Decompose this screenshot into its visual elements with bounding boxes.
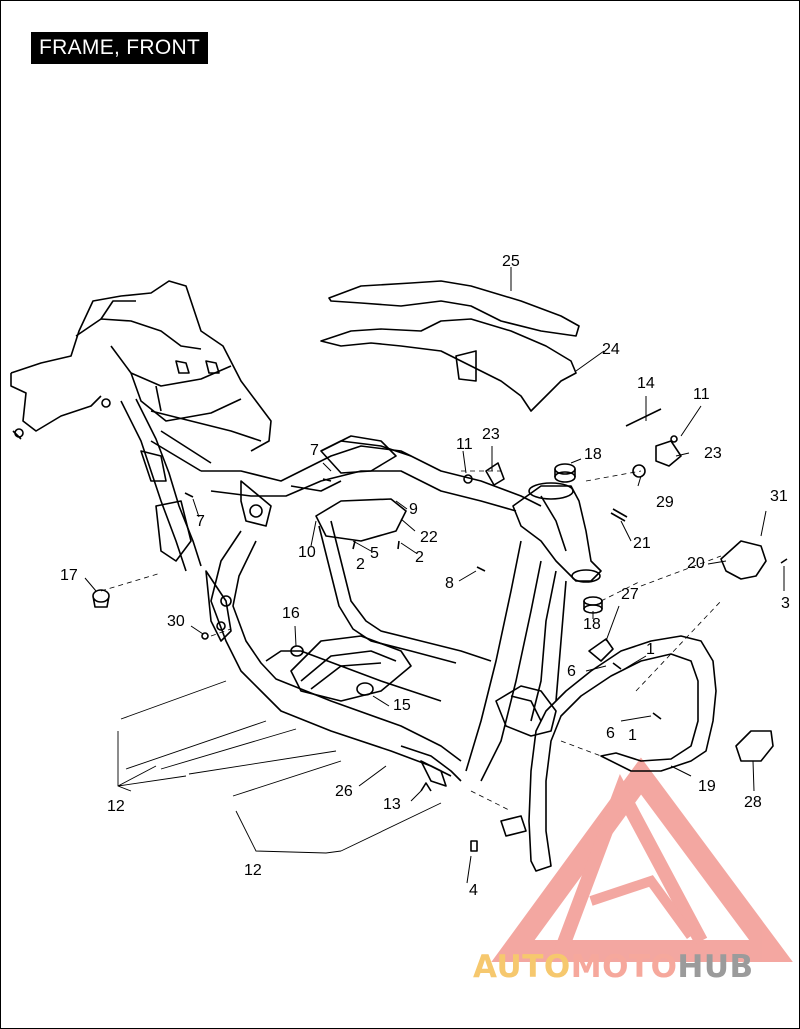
callout-13: 13 bbox=[383, 796, 401, 813]
page-title: FRAME, FRONT bbox=[31, 32, 209, 64]
callout-26: 26 bbox=[335, 783, 353, 800]
callout-7: 7 bbox=[310, 442, 319, 459]
callout-24: 24 bbox=[602, 341, 620, 358]
callout-14: 14 bbox=[637, 375, 655, 392]
callout-5: 5 bbox=[370, 545, 379, 562]
callout-6: 6 bbox=[606, 725, 615, 742]
callout-1: 1 bbox=[628, 727, 637, 744]
callout-25: 25 bbox=[502, 253, 520, 270]
callout-17: 17 bbox=[60, 567, 78, 584]
callout-9: 9 bbox=[409, 501, 418, 518]
callout-28: 28 bbox=[744, 794, 762, 811]
frame-drawing bbox=[10, 280, 788, 872]
callout-2: 2 bbox=[356, 556, 365, 573]
callout-6: 6 bbox=[567, 663, 576, 680]
callout-21: 21 bbox=[633, 535, 651, 552]
callout-11: 11 bbox=[456, 436, 473, 453]
callout-2: 2 bbox=[415, 549, 424, 566]
callout-23: 23 bbox=[482, 426, 500, 443]
callout-19: 19 bbox=[698, 778, 716, 795]
callout-15: 15 bbox=[393, 697, 411, 714]
callout-27: 27 bbox=[621, 586, 639, 603]
callout-12: 12 bbox=[244, 862, 262, 879]
callout-23: 23 bbox=[704, 445, 722, 462]
callout-4: 4 bbox=[469, 882, 478, 899]
callout-22: 22 bbox=[420, 529, 438, 546]
callout-16: 16 bbox=[282, 605, 300, 622]
callout-11: 11 bbox=[693, 386, 710, 403]
watermark-text: AUTOMOTOHUB bbox=[473, 949, 754, 985]
callout-30: 30 bbox=[167, 613, 185, 630]
callout-8: 8 bbox=[445, 575, 454, 592]
callout-18: 18 bbox=[584, 446, 602, 463]
callout-3: 3 bbox=[781, 595, 790, 612]
callout-31: 31 bbox=[770, 488, 788, 505]
callout-1: 1 bbox=[646, 641, 655, 658]
callout-7: 7 bbox=[196, 513, 205, 530]
callout-20: 20 bbox=[687, 555, 705, 572]
watermark-logo bbox=[491, 757, 793, 962]
leader-lines bbox=[84, 267, 785, 884]
callout-12: 12 bbox=[107, 798, 125, 815]
callout-10: 10 bbox=[298, 544, 316, 561]
callout-29: 29 bbox=[656, 494, 674, 511]
callout-18: 18 bbox=[583, 616, 601, 633]
